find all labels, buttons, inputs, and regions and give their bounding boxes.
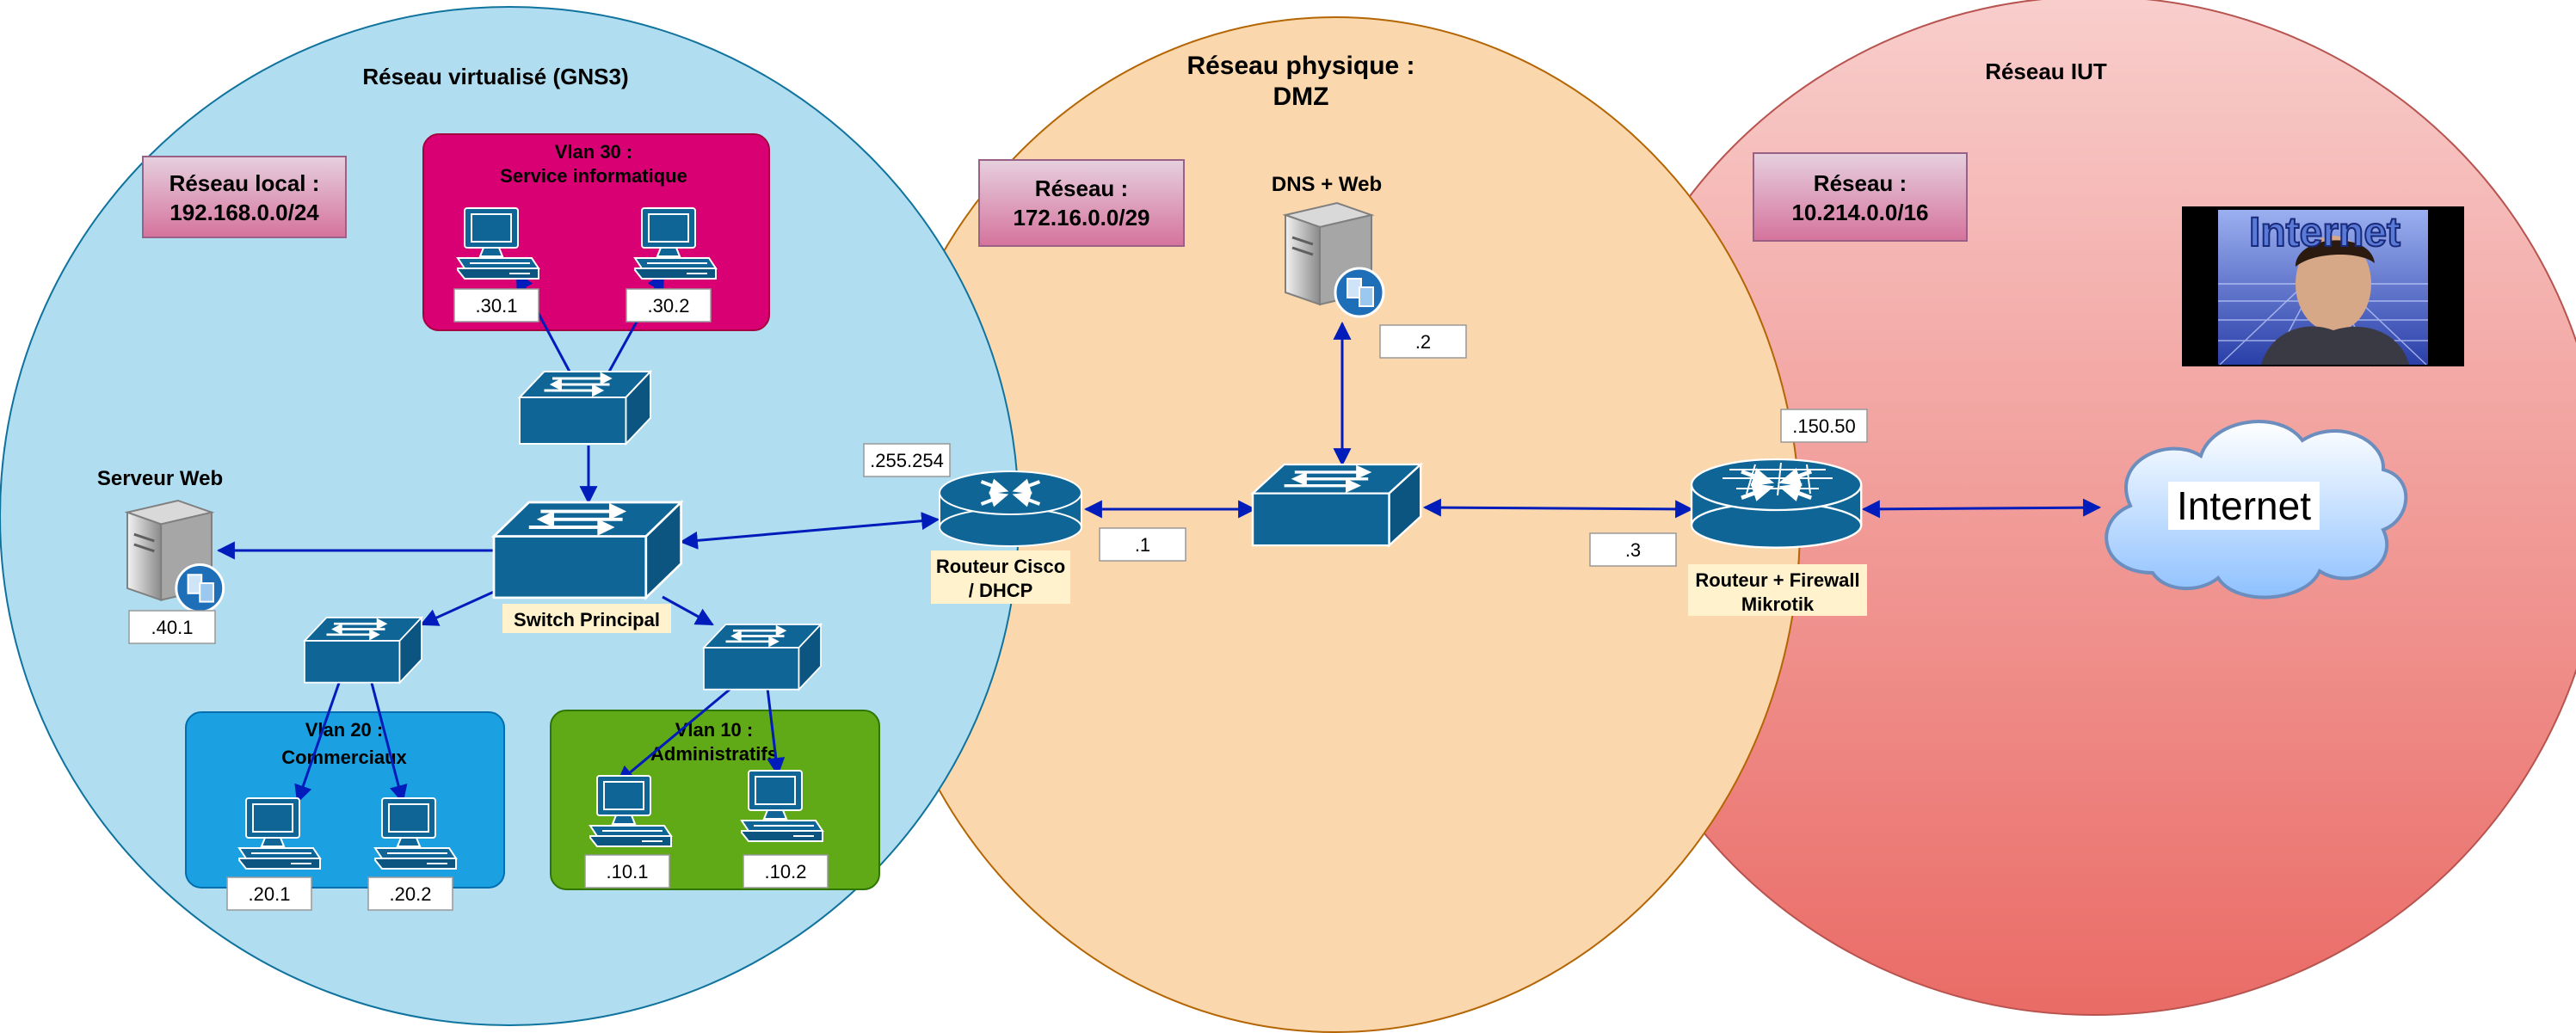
svg-text:.30.2: .30.2 — [648, 295, 690, 317]
svg-text:.10.2: .10.2 — [765, 861, 807, 882]
address-pc-30-1: .30.1 — [453, 288, 539, 323]
zone-dmz-title-line2: DMZ — [1273, 83, 1329, 111]
vlan30-box: Vlan 30 : Service informatique — [422, 133, 770, 331]
switch-vlan20-icon — [303, 616, 423, 684]
svg-text:Switch Principal: Switch Principal — [514, 609, 660, 630]
svg-text:.40.1: .40.1 — [151, 617, 194, 638]
svg-text:/ DHCP: / DHCP — [969, 580, 1033, 601]
svg-text:.1: .1 — [1135, 534, 1150, 556]
svg-text:Commerciaux: Commerciaux — [281, 747, 407, 768]
address-cisco-right: .1 — [1099, 527, 1186, 562]
svg-text:.3: .3 — [1625, 539, 1641, 561]
dns-server-label: DNS + Web — [1272, 173, 1382, 196]
firewall-grid-icon — [1722, 462, 1833, 496]
address-pc-20-1: .20.1 — [226, 876, 312, 911]
svg-text:.20.2: .20.2 — [390, 883, 432, 905]
svg-text:10.214.0.0/16: 10.214.0.0/16 — [1791, 200, 1928, 225]
link-sw10-pc101 — [616, 686, 732, 784]
address-cisco-left: .255.254 — [863, 443, 951, 477]
network-box-dmz: Réseau : 172.16.0.0/29 — [978, 159, 1185, 247]
switch-principal-icon — [494, 502, 681, 598]
zone-virtual-title: Réseau virtualisé (GNS3) — [362, 64, 628, 89]
zone-dmz-title-line1: Réseau physique : — [1186, 52, 1414, 80]
svg-text:.10.1: .10.1 — [607, 861, 649, 882]
router-mikrotik-icon — [1692, 459, 1861, 548]
svg-text:.2: .2 — [1415, 331, 1431, 353]
svg-text:Mikrotik: Mikrotik — [1741, 593, 1815, 615]
address-pc-30-2: .30.2 — [626, 288, 712, 323]
router-cisco-icon — [938, 470, 1083, 548]
svg-text:.30.1: .30.1 — [476, 295, 518, 317]
svg-text:.150.50: .150.50 — [1792, 415, 1855, 437]
router-cisco-label: Routeur Cisco / DHCP — [931, 550, 1070, 604]
network-box-local: Réseau local : 192.168.0.0/24 — [142, 156, 347, 238]
svg-text:Vlan 30 :: Vlan 30 : — [555, 141, 632, 163]
link-sw10-pc102 — [766, 687, 786, 777]
address-dns-server: .2 — [1379, 324, 1467, 359]
link-sw20-pc202 — [370, 682, 408, 804]
switch-vlan30-icon — [518, 370, 652, 446]
address-web-server: .40.1 — [128, 610, 216, 644]
internet-photo: Internet — [2182, 206, 2464, 366]
address-mikrotik-left: .3 — [1589, 532, 1677, 567]
svg-text:.255.254: .255.254 — [870, 450, 944, 471]
address-mikrotik-top: .150.50 — [1780, 409, 1868, 443]
link-main-sw20 — [420, 590, 495, 626]
link-main-cisco — [679, 512, 940, 550]
link-main-sw10 — [662, 595, 714, 626]
svg-text:Routeur + Firewall: Routeur + Firewall — [1695, 569, 1859, 591]
link-mikrotik-internet — [1861, 498, 2102, 519]
address-pc-10-2: .10.2 — [743, 854, 829, 889]
switch-dmz-icon — [1251, 463, 1423, 547]
svg-text:Réseau local :: Réseau local : — [169, 170, 320, 196]
internet-photo-caption: Internet — [2249, 210, 2400, 255]
svg-text:Réseau :: Réseau : — [1814, 170, 1907, 196]
svg-text:172.16.0.0/29: 172.16.0.0/29 — [1013, 205, 1149, 231]
svg-text:Administratifs: Administratifs — [650, 743, 778, 765]
web-server-label: Serveur Web — [97, 467, 223, 490]
link-sw20-pc201 — [294, 682, 341, 803]
internet-cloud-label: Internet — [2177, 483, 2311, 528]
link-dmzswitch-mikrotik — [1422, 498, 1694, 519]
svg-text:Routeur Cisco: Routeur Cisco — [936, 556, 1065, 577]
svg-text:Vlan 20 :: Vlan 20 : — [305, 719, 383, 741]
network-box-iut: Réseau : 10.214.0.0/16 — [1753, 152, 1968, 242]
internet-cloud-icon: Internet — [2105, 420, 2408, 600]
address-pc-20-2: .20.2 — [367, 876, 453, 911]
svg-text:Vlan 10 :: Vlan 10 : — [675, 719, 753, 741]
switch-principal-label: Switch Principal — [502, 604, 671, 633]
svg-text:Réseau :: Réseau : — [1035, 175, 1128, 201]
svg-text:192.168.0.0/24: 192.168.0.0/24 — [169, 200, 319, 225]
zone-iut-title: Réseau IUT — [1985, 58, 2107, 84]
switch-vlan10-icon — [702, 623, 823, 691]
svg-text:.20.1: .20.1 — [249, 883, 291, 905]
svg-text:Service informatique: Service informatique — [500, 165, 687, 187]
router-mikrotik-label: Routeur + Firewall Mikrotik — [1688, 564, 1867, 616]
address-pc-10-1: .10.1 — [584, 854, 670, 889]
